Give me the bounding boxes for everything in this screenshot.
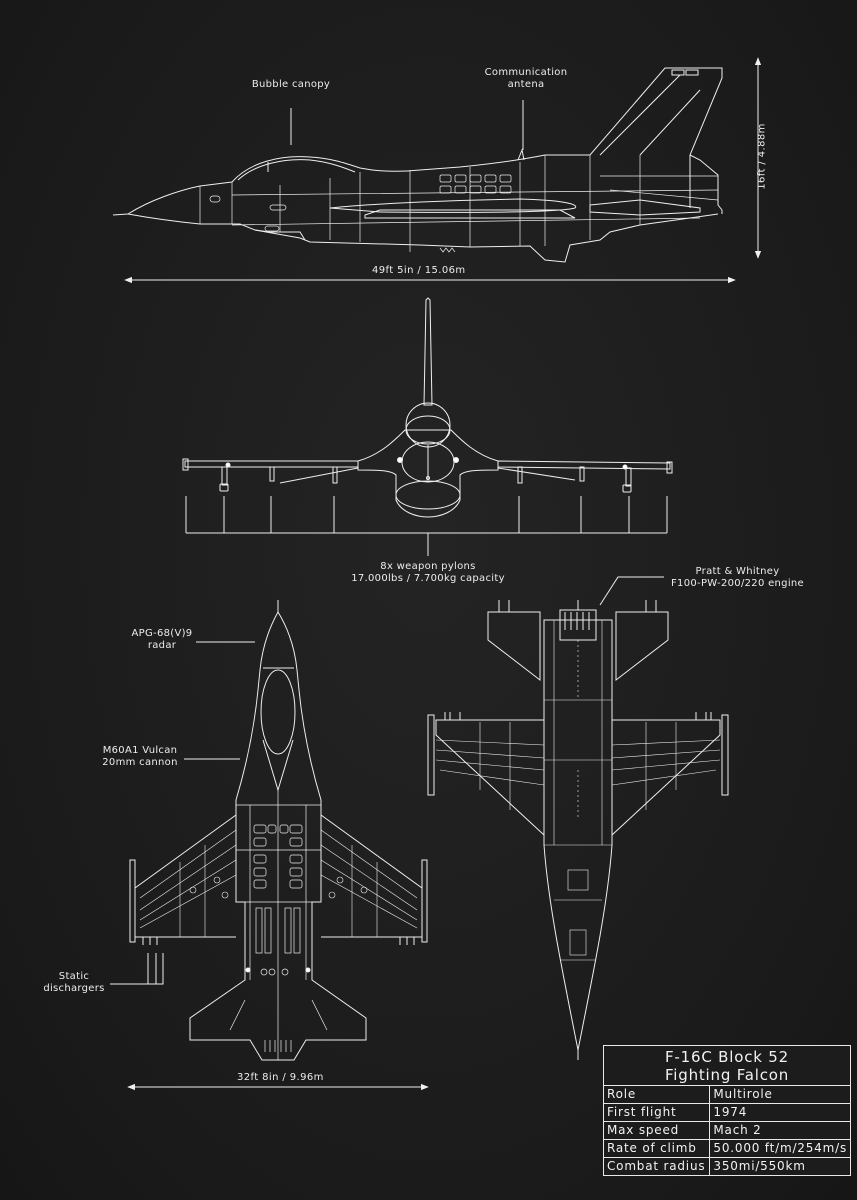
dischargers-callout: Static dischargers [43,971,105,994]
spec-rows: Role Multirole First flight 1974 Max spe… [604,1086,850,1175]
antenna-callout: Communication antena [484,67,568,90]
canopy-callout: Bubble canopy [251,79,331,90]
dischargers-leader-line [110,953,164,985]
pylons-callout: 8x weapon pylons 17.000lbs / 7.700kg cap… [351,561,505,584]
engine-leader-line [599,576,664,606]
pylons-bracket [185,496,668,556]
spec-row-max-speed: Max speed Mach 2 [604,1121,850,1140]
spec-table: F-16C Block 52 Fighting Falcon Role Mult… [603,1045,851,1176]
spec-row-combat-radius: Combat radius 350mi/550km [604,1157,850,1175]
spec-row-rate-of-climb: Rate of climb 50.000 ft/m/254m/s [604,1139,850,1158]
bottom-view-aircraft [427,600,729,1060]
front-view-aircraft [182,297,673,518]
spec-row-role: Role Multirole [604,1086,850,1104]
height-dimension-label: 16ft / 4.88m [756,123,768,190]
radar-callout: APG-68(V)9 radar [131,628,193,651]
engine-callout: Pratt & Whitney F100-PW-200/220 engine [671,566,804,589]
length-dimension-label: 49ft 5in / 15.06m [372,265,466,276]
side-view-aircraft [112,67,723,263]
spec-row-first-flight: First flight 1974 [604,1103,850,1122]
aircraft-title: F-16C Block 52 Fighting Falcon [604,1046,850,1086]
wingspan-dimension-label: 32ft 8in / 9.96m [237,1072,324,1083]
cannon-callout: M60A1 Vulcan 20mm cannon [102,745,178,768]
top-view-aircraft [129,600,428,1061]
